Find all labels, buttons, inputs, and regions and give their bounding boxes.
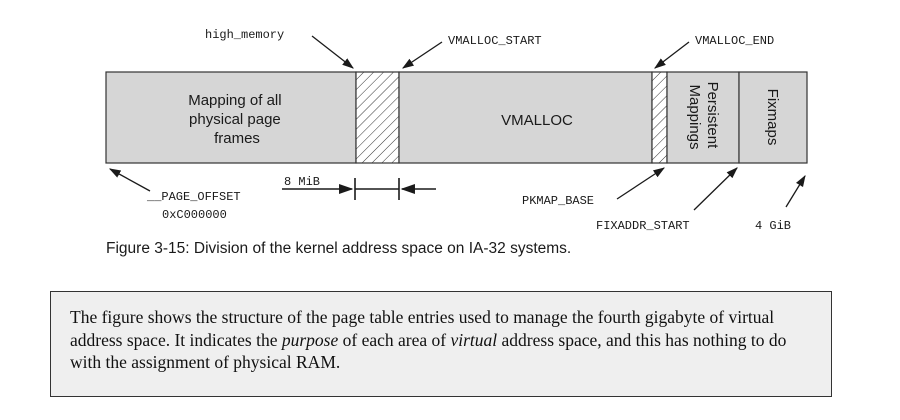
gap-hatched-segment: [355, 71, 400, 164]
note-text-part-3: address space, and this has nothing to d…: [70, 329, 787, 373]
high-memory-arrow: [311, 35, 354, 69]
direct-mapping-label: Mapping of all physical page frames: [188, 92, 286, 147]
four-gib-label: 4 GiB: [755, 219, 791, 233]
vmalloc-segment: [398, 71, 653, 164]
vmalloc-end-label: VMALLOC_END: [695, 34, 774, 48]
kernel-address-space-diagram: Mapping of all physical page frames VMAL…: [105, 28, 808, 233]
high-memory-label: high_memory: [205, 28, 284, 42]
note-box: The figure shows the structure of the pa…: [50, 291, 832, 397]
note-text-part-2: of each area of: [338, 329, 451, 350]
gap-size-label: 8 MiB: [284, 175, 320, 189]
persistent-mappings-label: Persistent Mappings: [686, 82, 721, 153]
note-emphasis-virtual: virtual: [450, 329, 498, 350]
note-text-part-1: The figure shows the structure of the pa…: [70, 307, 775, 350]
page-offset-value: 0xC000000: [162, 208, 227, 222]
fixmaps-segment: [738, 71, 808, 164]
pkmap-base-arrow: [616, 167, 665, 200]
vmalloc-start-arrow: [402, 41, 443, 69]
fixaddr-start-label: FIXADDR_START: [596, 219, 690, 233]
persistent-mappings-segment: [666, 71, 740, 164]
note-emphasis-purpose: purpose: [281, 329, 339, 350]
vmalloc-end-arrow: [654, 41, 690, 69]
direct-mapping-segment: [105, 71, 357, 164]
fixaddr-start-arrow: [693, 167, 738, 211]
fixmaps-label: Fixmaps: [764, 89, 781, 146]
page-offset-arrow: [108, 168, 151, 192]
page-offset-label: __PAGE_OFFSET: [146, 190, 241, 204]
four-gib-arrow: [785, 175, 806, 208]
pkmap-base-label: PKMAP_BASE: [522, 194, 594, 208]
gap-small-hatched-segment: [651, 71, 668, 164]
vmalloc-label: VMALLOC: [501, 112, 573, 129]
figure-caption: Figure 3-15: Division of the kernel addr…: [106, 240, 572, 257]
vmalloc-start-label: VMALLOC_START: [448, 34, 542, 48]
